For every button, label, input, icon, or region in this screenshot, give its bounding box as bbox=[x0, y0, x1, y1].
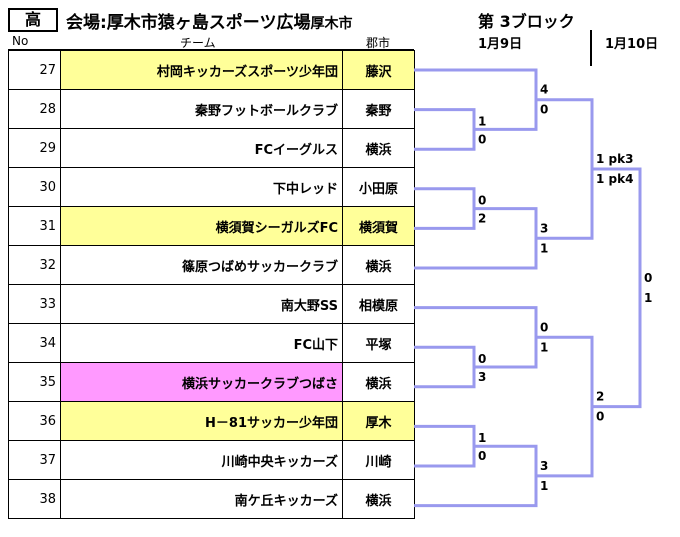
team-city: 平塚 bbox=[342, 323, 415, 363]
date-round1: 1月9日 bbox=[478, 37, 523, 52]
team-city: 秦野 bbox=[342, 89, 415, 129]
score-label: 3 bbox=[540, 221, 548, 235]
team-city: 横浜 bbox=[342, 479, 415, 519]
team-name: 村岡キッカーズスポーツ少年団 bbox=[60, 50, 343, 90]
score-label: 0 bbox=[540, 103, 548, 117]
team-city: 藤沢 bbox=[342, 50, 415, 90]
score-label: 3 bbox=[478, 370, 486, 384]
score-label: 2 bbox=[478, 212, 486, 226]
score-label: 1 bbox=[478, 431, 486, 445]
score-label: 1 bbox=[540, 340, 548, 354]
score-label: 1 bbox=[644, 291, 652, 305]
score-label: 4 bbox=[540, 83, 548, 97]
bracket-line-34-35 bbox=[414, 345, 476, 389]
team-name: 篠原つばめサッカークラブ bbox=[60, 245, 343, 285]
score-label: 0 bbox=[478, 194, 486, 208]
team-city: 横浜 bbox=[342, 362, 415, 402]
score-label: 0 bbox=[596, 410, 604, 424]
venue-label: 会場:厚木市猿ヶ島スポーツ広場 bbox=[66, 13, 311, 33]
bracket-line-36-37 bbox=[414, 424, 476, 468]
score-label: 2 bbox=[596, 390, 604, 404]
column-header-city: 郡市 bbox=[366, 36, 391, 50]
date-round2: 1月10日 bbox=[605, 37, 659, 52]
team-name: FCイーグルス bbox=[60, 128, 343, 168]
column-header-team: チーム bbox=[180, 36, 216, 50]
team-city: 川崎 bbox=[342, 440, 415, 480]
bracket-line-28-29 bbox=[414, 108, 476, 151]
score-label: 0 bbox=[478, 352, 486, 366]
block-title: 第 3ブロック bbox=[478, 12, 575, 31]
team-no: 34 bbox=[8, 323, 61, 363]
score-label: 0 bbox=[478, 132, 486, 146]
score-label: 1 pk3 bbox=[596, 152, 633, 166]
score-label: 1 bbox=[478, 114, 486, 128]
score-label: 0 bbox=[644, 271, 652, 285]
team-name: 川崎中央キッカーズ bbox=[60, 440, 343, 480]
bracket-line-30-31 bbox=[414, 187, 476, 230]
score-label: 1 pk4 bbox=[596, 172, 633, 186]
team-city: 相模原 bbox=[342, 284, 415, 324]
score-label: 0 bbox=[540, 320, 548, 334]
team-no: 31 bbox=[8, 206, 61, 246]
bracket-line-semifinal-upper bbox=[536, 98, 594, 240]
bracket-line-final bbox=[592, 167, 642, 409]
header-divider bbox=[8, 49, 414, 50]
score-label: 1 bbox=[540, 479, 548, 493]
team-name: 横浜サッカークラブつばさ bbox=[60, 362, 343, 402]
venue-title: 会場:厚木市猿ヶ島スポーツ広場厚木市 bbox=[66, 8, 352, 33]
team-city: 横浜 bbox=[342, 128, 415, 168]
team-name: 南ケ丘キッカーズ bbox=[60, 479, 343, 519]
team-name: 横須賀シーガルズFC bbox=[60, 206, 343, 246]
level-badge: 高 bbox=[8, 8, 58, 32]
team-city: 小田原 bbox=[342, 167, 415, 207]
score-label: 3 bbox=[540, 459, 548, 473]
team-no: 35 bbox=[8, 362, 61, 402]
team-no: 38 bbox=[8, 479, 61, 519]
venue-city: 厚木市 bbox=[310, 16, 353, 32]
team-name: H－81サッカー少年団 bbox=[60, 401, 343, 441]
team-no: 37 bbox=[8, 440, 61, 480]
score-label: 1 bbox=[540, 241, 548, 255]
team-no: 28 bbox=[8, 89, 61, 129]
team-city: 厚木 bbox=[342, 401, 415, 441]
team-city: 横須賀 bbox=[342, 206, 415, 246]
score-label: 0 bbox=[478, 449, 486, 463]
column-header-no: No bbox=[12, 34, 29, 48]
date-divider bbox=[590, 30, 592, 66]
team-no: 30 bbox=[8, 167, 61, 207]
bracket-line-semifinal-lower bbox=[536, 335, 594, 478]
